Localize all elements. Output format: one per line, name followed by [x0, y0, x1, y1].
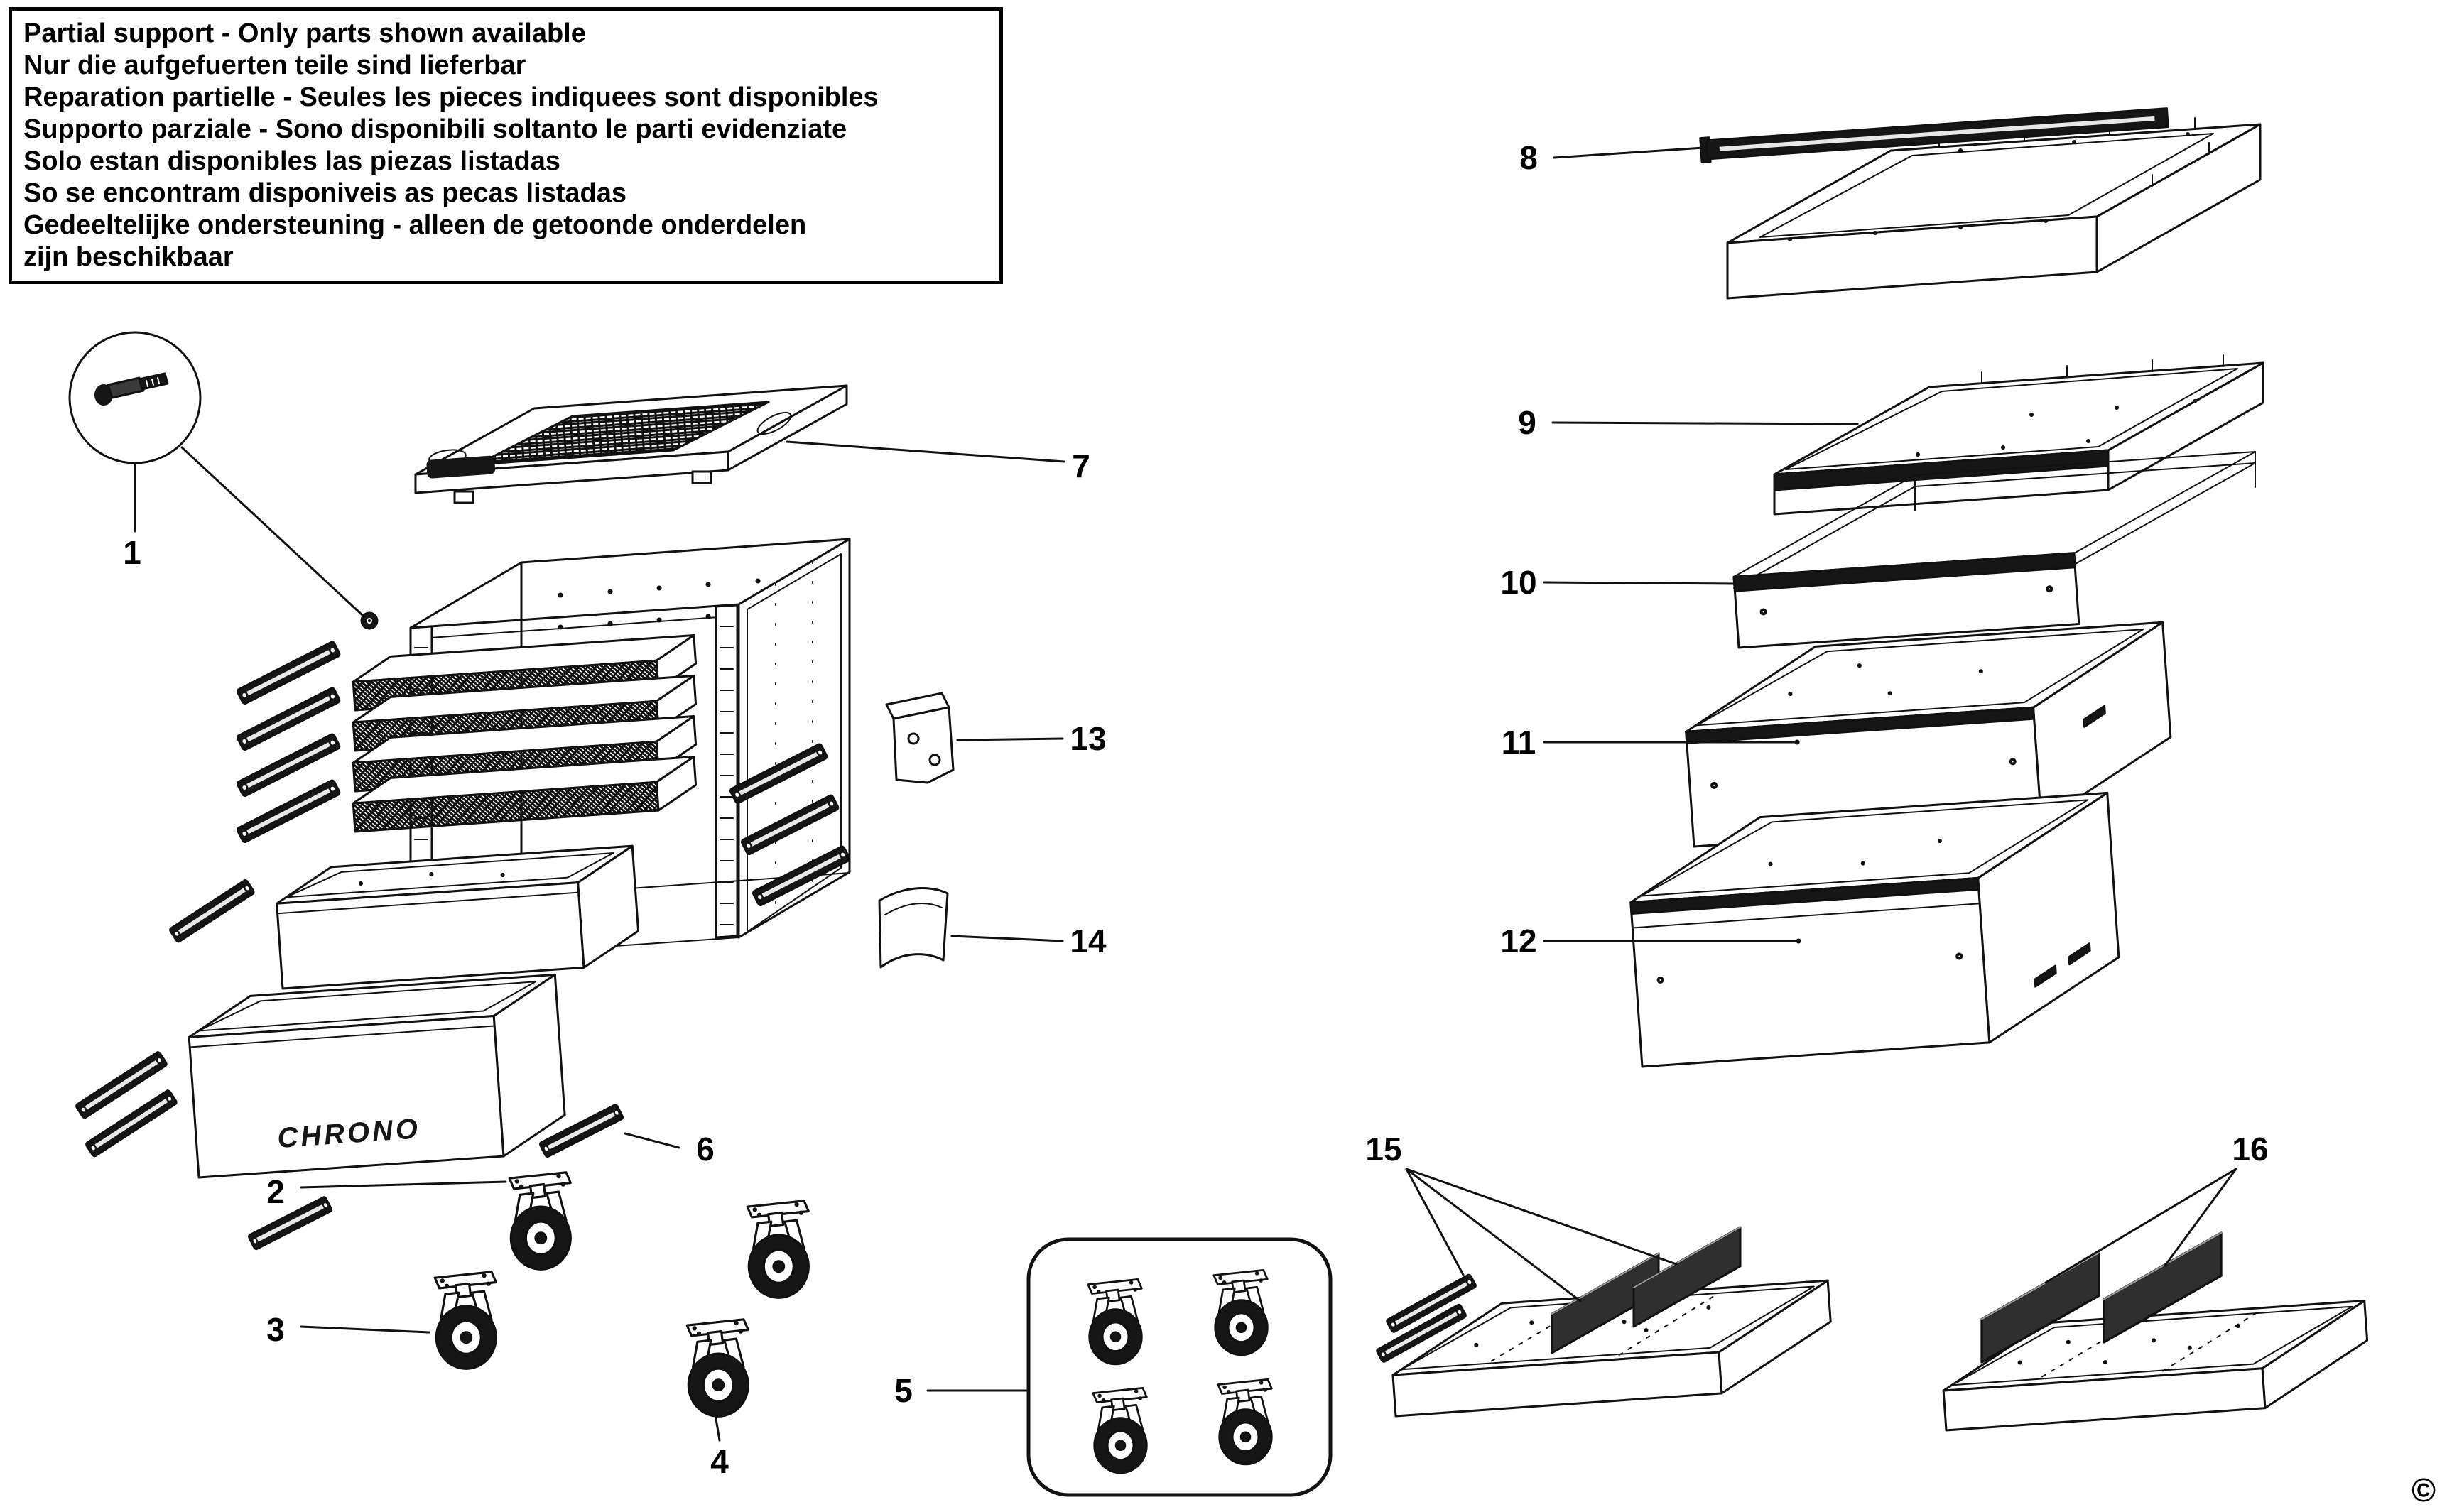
part-14-curved-panel	[878, 887, 949, 969]
part-label-1: 1	[123, 534, 141, 571]
notice-line: Nur die aufgefuerten teile sind lieferba…	[23, 50, 526, 80]
leader-line-4	[714, 1413, 721, 1442]
notice-box: Partial support - Only parts shown avail…	[9, 7, 1003, 284]
part-label-4: 4	[710, 1443, 729, 1480]
part-13-bracket	[885, 692, 955, 784]
part-label-10: 10	[1500, 564, 1536, 601]
part-8-slide-rail	[1699, 107, 2169, 163]
part-label-3: 3	[266, 1311, 285, 1348]
part-label-7: 7	[1072, 447, 1090, 484]
caster-4	[687, 1320, 748, 1417]
leader-line-14	[950, 935, 1064, 942]
leader-line-7	[786, 440, 1065, 463]
part-label-8: 8	[1519, 139, 1538, 176]
part-label-11: 11	[1502, 724, 1536, 761]
leader-line-2	[300, 1180, 507, 1189]
leader-line-8	[1553, 146, 1705, 159]
part-7-worktop	[414, 384, 848, 504]
part-label-14: 14	[1070, 923, 1107, 959]
part-label-5: 5	[894, 1372, 913, 1409]
leader-line-3	[300, 1325, 430, 1334]
caster-mounting-hole	[360, 611, 379, 630]
caster	[747, 1201, 808, 1298]
part-15-divider-tray	[1391, 1279, 1832, 1418]
leader-line-1	[134, 446, 364, 616]
leader-line-16	[2044, 1168, 2237, 1284]
part-1-detail-circle	[68, 331, 202, 464]
notice-line: Solo estan disponibles las piezas listad…	[23, 146, 561, 176]
leader-line-6	[624, 1132, 680, 1149]
caster-3	[435, 1272, 496, 1369]
leader-line-10	[1543, 581, 1736, 585]
mid-drawer	[276, 844, 640, 990]
part-10-drawer-front-assembly	[1732, 451, 2256, 649]
part-12-deep-drawer	[1629, 791, 2120, 1068]
worktop-brand-plate	[426, 455, 496, 479]
part-labels: 1 2 3 4 5 6 7 8 9 10 11 12 13 14 15 16	[123, 139, 2268, 1480]
caster-stud-icon	[94, 372, 169, 406]
part-9-tray	[1773, 354, 2264, 516]
leader-lines	[134, 146, 2237, 1442]
shallow-drawer-front	[352, 755, 698, 833]
notice-line: Partial support - Only parts shown avail…	[23, 18, 586, 48]
drawer-slide-rail	[169, 879, 255, 942]
notice-line: Reparation partielle - Seules les pieces…	[23, 82, 879, 112]
part-label-16: 16	[2232, 1131, 2268, 1168]
notice-line: Gedeeltelijke ondersteuning - alleen de …	[23, 210, 807, 240]
part-label-13: 13	[1070, 720, 1106, 757]
part-16-divider-tray	[1942, 1299, 2369, 1432]
caster-2	[509, 1173, 570, 1270]
leader-line-13	[956, 737, 1064, 741]
part-6-rail	[248, 1197, 332, 1250]
leader-line-9	[1551, 421, 1859, 425]
notice-line: So se encontram disponiveis as pecas lis…	[23, 178, 627, 208]
copyright-symbol: ©	[2411, 1472, 2436, 1508]
part-label-2: 2	[266, 1173, 285, 1210]
part-label-15: 15	[1365, 1131, 1401, 1168]
part-label-6: 6	[696, 1131, 715, 1168]
part-5-caster-kit-box	[1026, 1237, 1333, 1497]
part-label-9: 9	[1518, 404, 1536, 441]
part-label-12: 12	[1500, 923, 1536, 959]
bottom-deep-drawer: CHRONO	[188, 973, 566, 1179]
notice-line: Supporto parziale - Sono disponibili sol…	[23, 114, 847, 144]
notice-line: zijn beschikbaar	[23, 242, 234, 272]
part-8-top-frame	[1726, 117, 2262, 300]
leader-line-15	[1405, 1168, 1678, 1302]
